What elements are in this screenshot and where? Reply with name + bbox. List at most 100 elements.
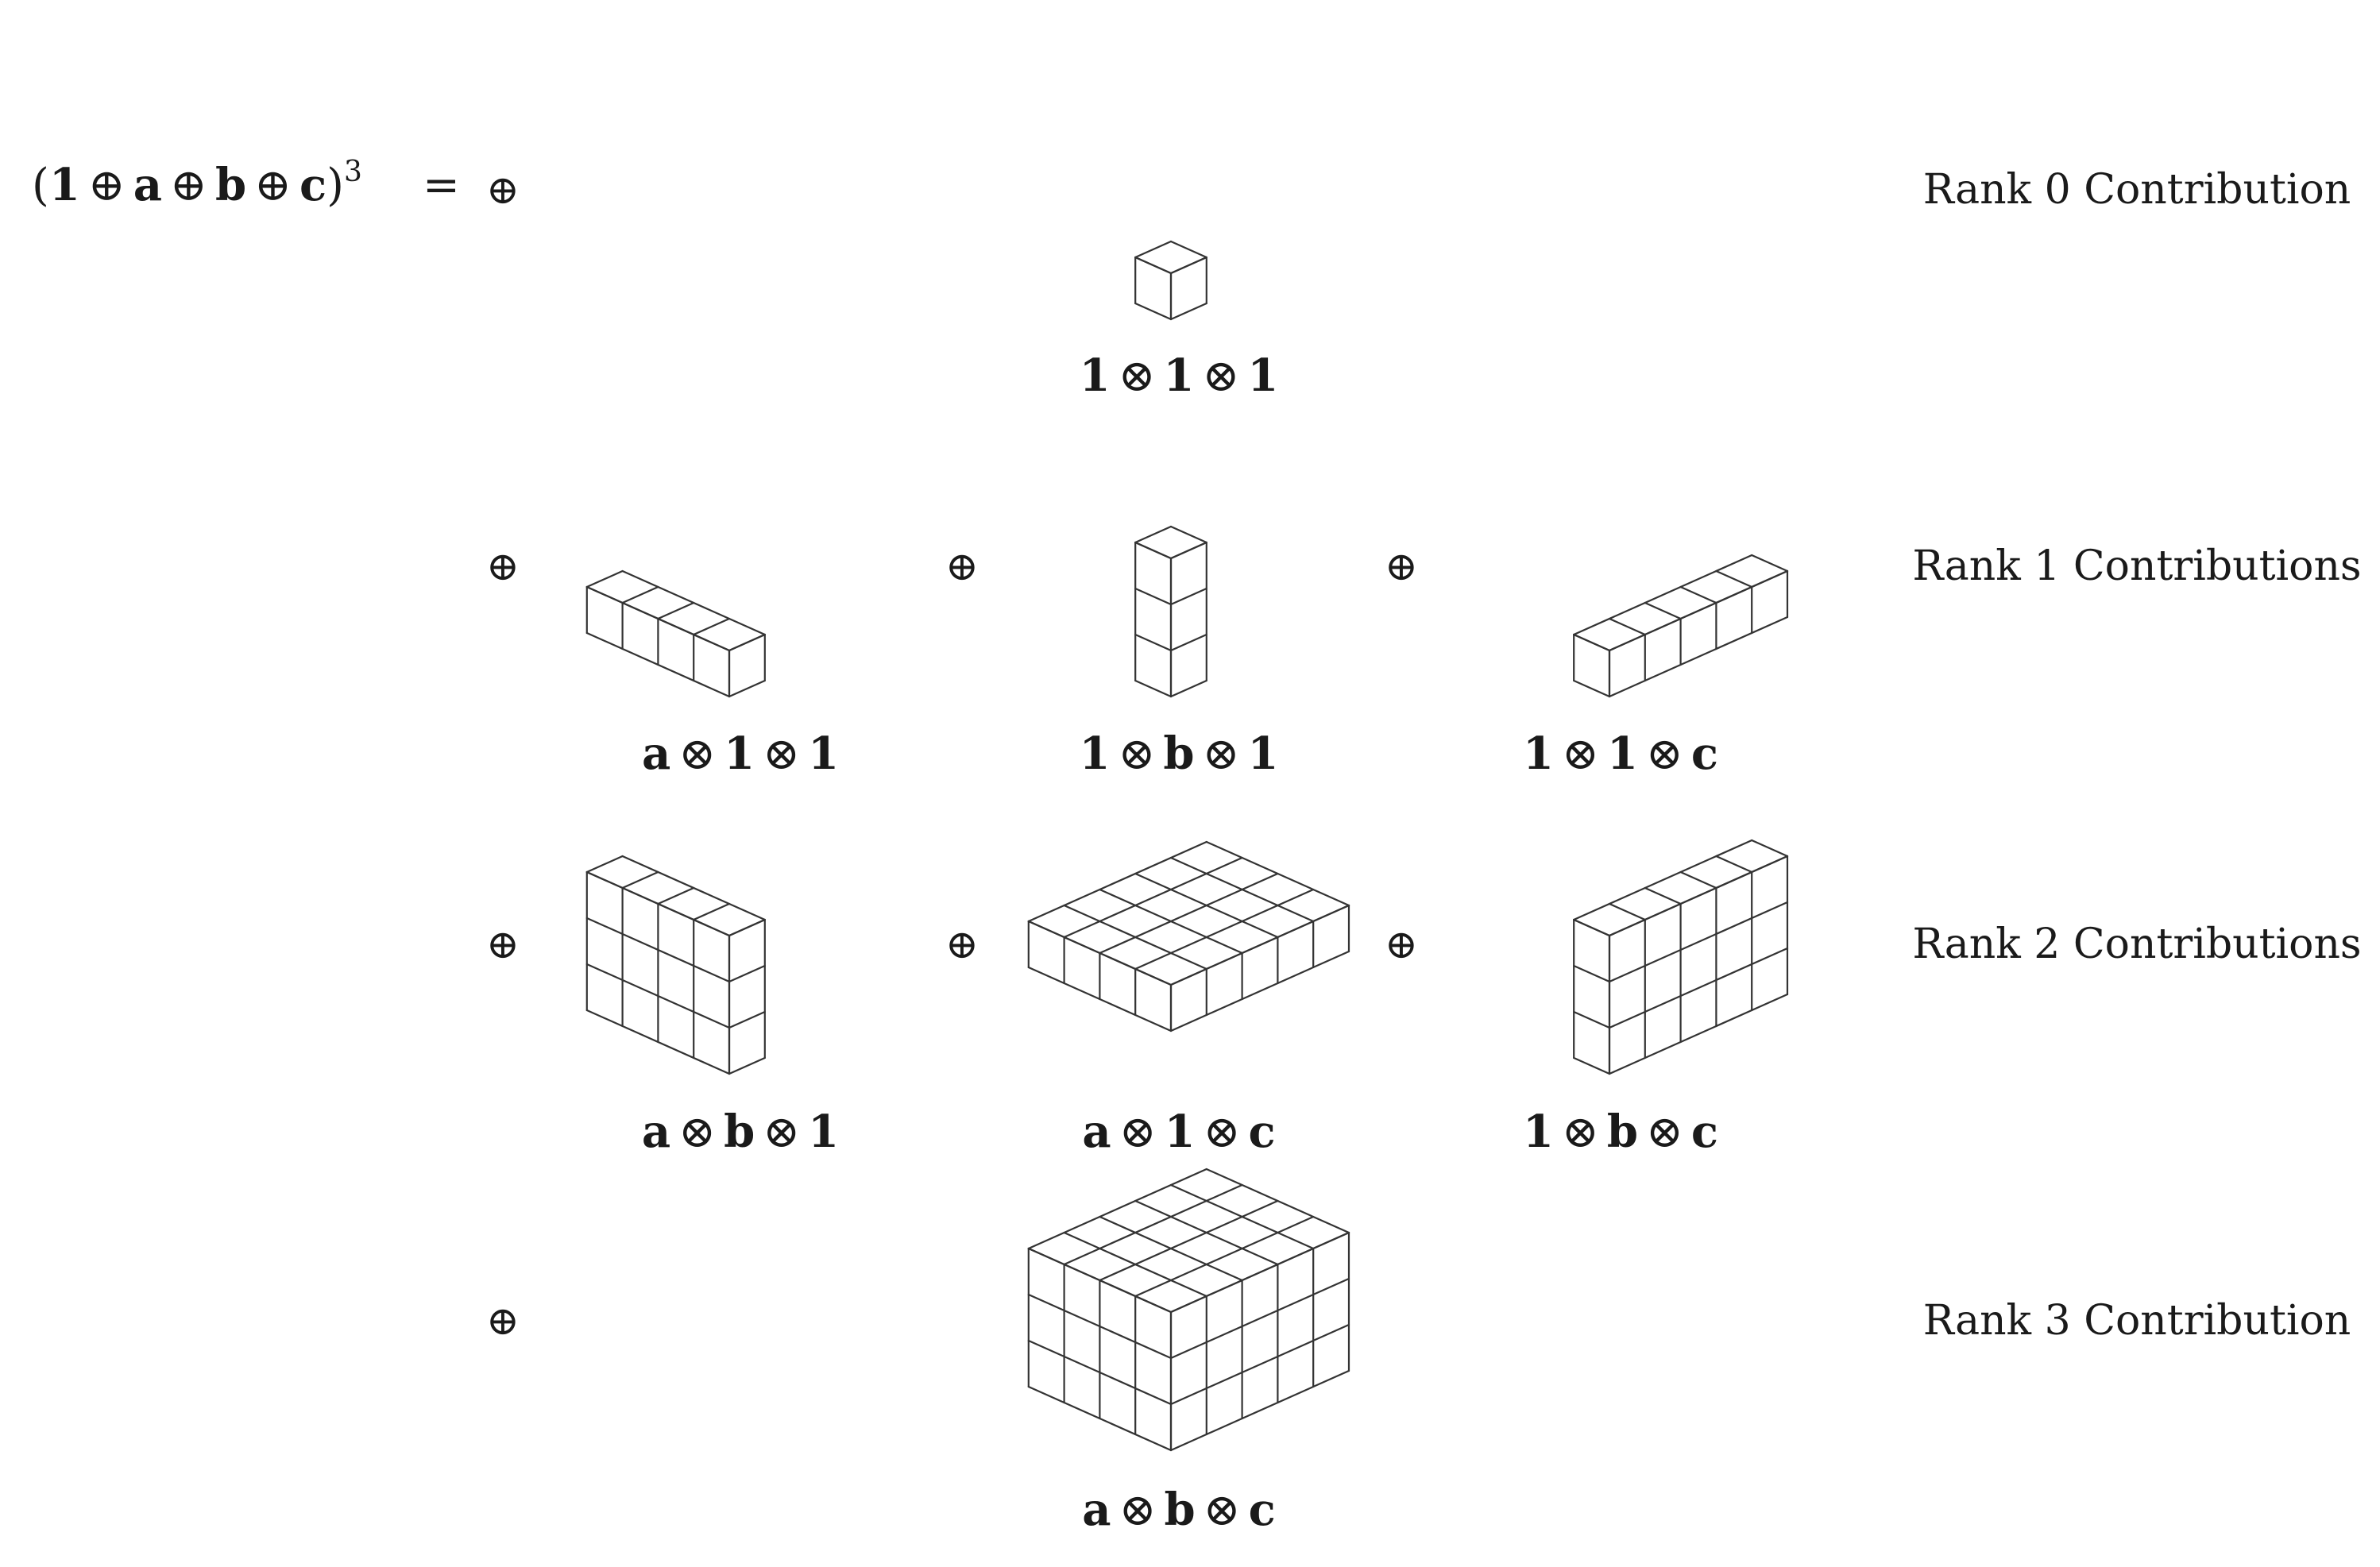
cube-edge (1608, 616, 1789, 698)
cube-group-1-1-1 (1134, 240, 1207, 321)
oplus-row1-c: ⊕ (1385, 543, 1418, 589)
cube-edge (1169, 1183, 1315, 1250)
cube-edge (585, 963, 731, 1029)
cube-group-a-1-1 (585, 569, 766, 698)
oplus-row0: ⊕ (486, 167, 520, 213)
cube-edge (1099, 1199, 1279, 1282)
term-label-a-b-1: a⊗b⊗1 (642, 1106, 839, 1158)
lhs-open-paren: ( (32, 160, 49, 211)
cube-edge (1169, 240, 1207, 259)
cube-edge (1063, 856, 1243, 939)
cube-edge (621, 585, 659, 604)
cube-edge (1134, 525, 1173, 544)
cube-edge (1573, 918, 1611, 937)
lhs-term-1: 1 (49, 159, 80, 211)
cube-edge (693, 902, 731, 921)
cube-edge (1169, 587, 1207, 606)
cube-edge (585, 585, 731, 652)
cube-edge (585, 569, 624, 589)
cube-edge (1134, 1199, 1279, 1266)
cube-group-a-b-1 (585, 855, 766, 1075)
cube-edge (585, 631, 731, 698)
cube-edge (1608, 855, 1789, 937)
cube-edge (1027, 1293, 1173, 1360)
cube-edge (1751, 554, 1789, 573)
cube-edge (1027, 1385, 1173, 1452)
cube-group-a-1-c (1027, 840, 1350, 1032)
cube-edge (1608, 947, 1789, 1029)
cube-edge (1573, 679, 1611, 698)
term-label-1-b-1: 1⊗b⊗1 (1080, 728, 1279, 780)
cube-edge (1027, 1168, 1207, 1250)
cube-edge (1134, 256, 1173, 275)
cube-edge (728, 633, 766, 652)
rank1-label: Rank 1 Contributions (1912, 542, 2361, 590)
cube-edge (1169, 679, 1207, 698)
cube-edge (1169, 904, 1350, 986)
cube-edge (1573, 964, 1611, 983)
cube-edge (1169, 541, 1207, 560)
lhs-oplus-1: ⊕ (88, 160, 126, 211)
lhs-oplus-3: ⊕ (254, 160, 292, 211)
cube-edge (1169, 1369, 1350, 1452)
cube-edge (1099, 1215, 1243, 1282)
cube-edge (1169, 1277, 1350, 1360)
equals-sign: = (423, 160, 460, 211)
cube-edge (728, 679, 766, 698)
cube-edge (1063, 1183, 1243, 1266)
cube-edge (1608, 569, 1789, 652)
cube-edge (1134, 1215, 1315, 1298)
cube-edge (585, 855, 624, 874)
term-label-1-1-1: 1⊗1⊗1 (1080, 349, 1279, 402)
cube-edge (728, 964, 766, 983)
cube-edge (1608, 617, 1646, 636)
cube-edge (1169, 302, 1207, 321)
lhs-term-a: a (133, 159, 162, 211)
cube-group-1-b-c (1573, 839, 1789, 1075)
cube-edge (1169, 256, 1207, 275)
cube-edge (1063, 904, 1207, 971)
cube-edge (1134, 872, 1279, 939)
oplus-row1-a: ⊕ (486, 543, 520, 589)
cube-edge (585, 917, 731, 983)
cube-edge (1099, 888, 1243, 955)
cube-edge (1205, 1168, 1350, 1234)
cube-edge (1573, 1056, 1611, 1075)
oplus-signs: ⊕ ⊕ ⊕ ⊕ ⊕ ⊕ ⊕ ⊕ (486, 167, 1418, 1344)
cube-edge (1134, 633, 1173, 652)
rank0-label: Rank 0 Contribution (1923, 166, 2351, 214)
cube-edge (693, 617, 731, 636)
cube-edge (1169, 1323, 1350, 1406)
cube-edge (621, 855, 766, 921)
term-label-a-b-c: a⊗b⊗c (1082, 1484, 1275, 1536)
cube-edge (1644, 601, 1682, 620)
cube-edge (1027, 920, 1173, 986)
cube-edge (1169, 950, 1350, 1032)
cube-group-1-1-c (1573, 554, 1789, 698)
cube-edge (1573, 554, 1753, 636)
cube-edge (1169, 856, 1315, 923)
cube-edge (1063, 1231, 1207, 1298)
cube-edge (1027, 840, 1207, 923)
cube-edge (1169, 1231, 1350, 1314)
cube-edge (1715, 855, 1753, 874)
cube-edge (1608, 902, 1646, 921)
cube-edge (1205, 840, 1350, 907)
cube-edge (657, 601, 695, 620)
cube-edge (1644, 886, 1682, 905)
lhs-oplus-2: ⊕ (170, 160, 207, 211)
term-label-1-1-c: 1⊗1⊗c (1523, 728, 1718, 780)
cube-edge (728, 918, 766, 937)
oplus-row2-c: ⊕ (1385, 921, 1418, 967)
cube-edge (1169, 525, 1207, 544)
cube-edge (1169, 633, 1207, 652)
cube-edge (1751, 839, 1789, 858)
cube-edge (1134, 541, 1173, 560)
cube-edge (657, 886, 695, 905)
term-labels: 1⊗1⊗1 a⊗1⊗1 1⊗b⊗1 1⊗1⊗c a⊗b⊗1 a⊗1⊗c 1⊗b⊗… (642, 349, 1718, 1536)
oplus-row2-b: ⊕ (945, 921, 979, 967)
rank2-label: Rank 2 Contributions (1912, 921, 2361, 968)
cube-edge (1099, 872, 1279, 955)
cube-edge (585, 870, 731, 937)
